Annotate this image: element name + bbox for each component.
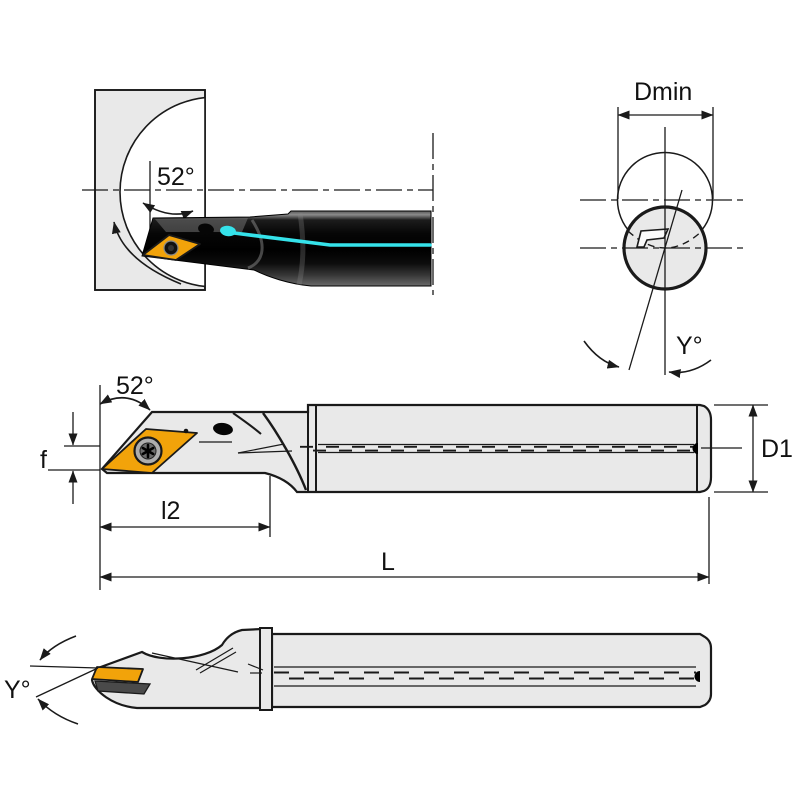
f-label: f — [40, 446, 47, 474]
rotation-arrow — [111, 221, 182, 285]
top-view: Y° — [4, 627, 713, 725]
insert-end-glyph — [635, 228, 670, 248]
pocket-edge-2 — [195, 647, 234, 671]
coolant-beak-upper — [237, 443, 285, 454]
lead-angle-arrow — [99, 394, 151, 411]
coolant-exit-hole — [694, 671, 700, 682]
gamma-reference-line — [29, 665, 99, 669]
rotation-arc-arrow — [583, 340, 620, 369]
coolant-exit-hole — [692, 443, 698, 454]
d1-label: D1 — [761, 435, 793, 463]
side-view: 52° f l2 L D1 — [40, 372, 793, 590]
dmin-label: Dmin — [634, 78, 692, 106]
gamma-arrow-upper — [39, 635, 77, 661]
insert-tip-dot — [183, 428, 189, 434]
neck-tick — [247, 663, 264, 671]
lead-angle-label: 52° — [157, 163, 195, 191]
lead-angle-label: 52° — [116, 372, 154, 400]
head-hole — [198, 223, 214, 235]
insert-seat-shim — [94, 680, 152, 695]
gamma-label: Y° — [676, 332, 703, 360]
tool-body — [100, 403, 713, 494]
carbide-insert-top — [91, 666, 144, 683]
gamma-label: Y° — [4, 676, 31, 704]
end-view: Dmin Y° — [580, 78, 747, 379]
pocket-edge-1 — [151, 652, 239, 673]
gamma-arrow-lower — [37, 698, 79, 725]
lead-angle-arrow — [142, 202, 194, 220]
coolant-beak-lower — [237, 450, 293, 454]
shank-top-view — [270, 632, 713, 709]
coolant-outlet-dot — [220, 225, 236, 237]
l2-label: l2 — [161, 497, 180, 525]
pocket-edge-3 — [199, 651, 237, 674]
torx-star-icon — [141, 443, 155, 459]
bore-section-view: 52° — [82, 89, 434, 295]
neck-curve — [262, 412, 308, 491]
insert-screw-center — [168, 245, 174, 251]
coolant-line — [232, 231, 432, 247]
inclination-line — [628, 189, 683, 371]
head-face-edge — [232, 412, 262, 435]
neck-highlight — [247, 219, 264, 270]
gamma-angle-arrow — [668, 359, 712, 379]
gamma-inclined-line — [35, 667, 99, 698]
head-hole — [213, 422, 233, 436]
l-label: L — [381, 548, 395, 576]
shank-highlight — [296, 212, 306, 286]
